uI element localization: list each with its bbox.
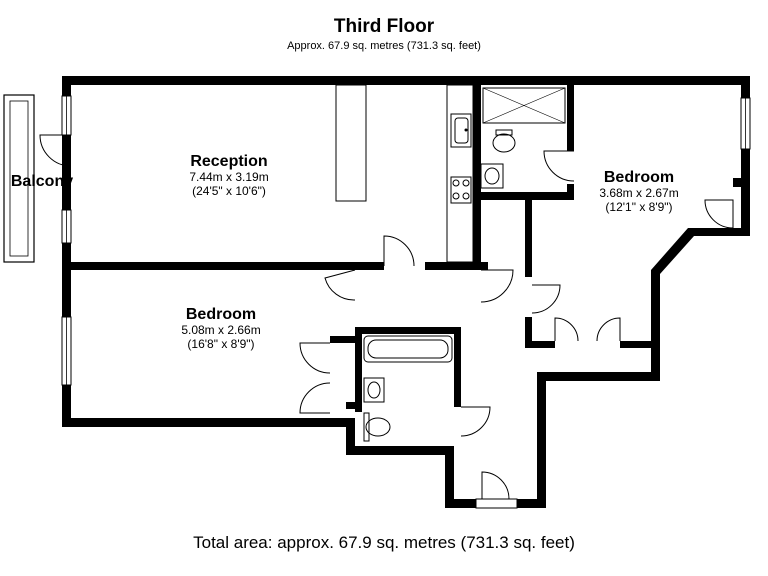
reception-dim-imperial: (24'5" x 10'6")	[192, 184, 266, 198]
bathroom-fixtures-lower	[363, 335, 453, 442]
exterior-walls	[62, 76, 750, 508]
total-area-footer: Total area: approx. 67.9 sq. metres (731…	[193, 533, 575, 552]
bedroom-left-label: Bedroom 5.08m x 2.66m (16'8" x 8'9")	[181, 306, 260, 351]
windows	[61, 95, 751, 509]
bathroom-fixtures-top	[480, 87, 566, 189]
balcony-area	[3, 94, 35, 263]
bedroom-left-dim-metric: 5.08m x 2.66m	[181, 323, 260, 337]
reception-label: Reception 7.44m x 3.19m (24'5" x 10'6")	[189, 153, 268, 198]
plan-title: Third Floor	[333, 16, 435, 37]
interior-walls	[330, 85, 651, 412]
bedroom-left-dim-imperial: (16'8" x 8'9")	[187, 337, 254, 351]
kitchen-units	[335, 84, 474, 263]
bedroom-right-name: Bedroom	[604, 169, 674, 186]
reception-dim-metric: 7.44m x 3.19m	[189, 170, 268, 184]
balcony-name: Balcony	[11, 173, 73, 190]
bedroom-left-name: Bedroom	[186, 306, 256, 323]
reception-name: Reception	[190, 153, 267, 170]
bedroom-right-dim-imperial: (12'1" x 8'9")	[605, 200, 672, 214]
bedroom-right-dim-metric: 3.68m x 2.67m	[599, 186, 678, 200]
bedroom-right-label: Bedroom 3.68m x 2.67m (12'1" x 8'9")	[599, 169, 678, 214]
plan-subtitle: Approx. 67.9 sq. metres (731.3 sq. feet)	[287, 40, 481, 52]
doors	[39, 134, 734, 500]
